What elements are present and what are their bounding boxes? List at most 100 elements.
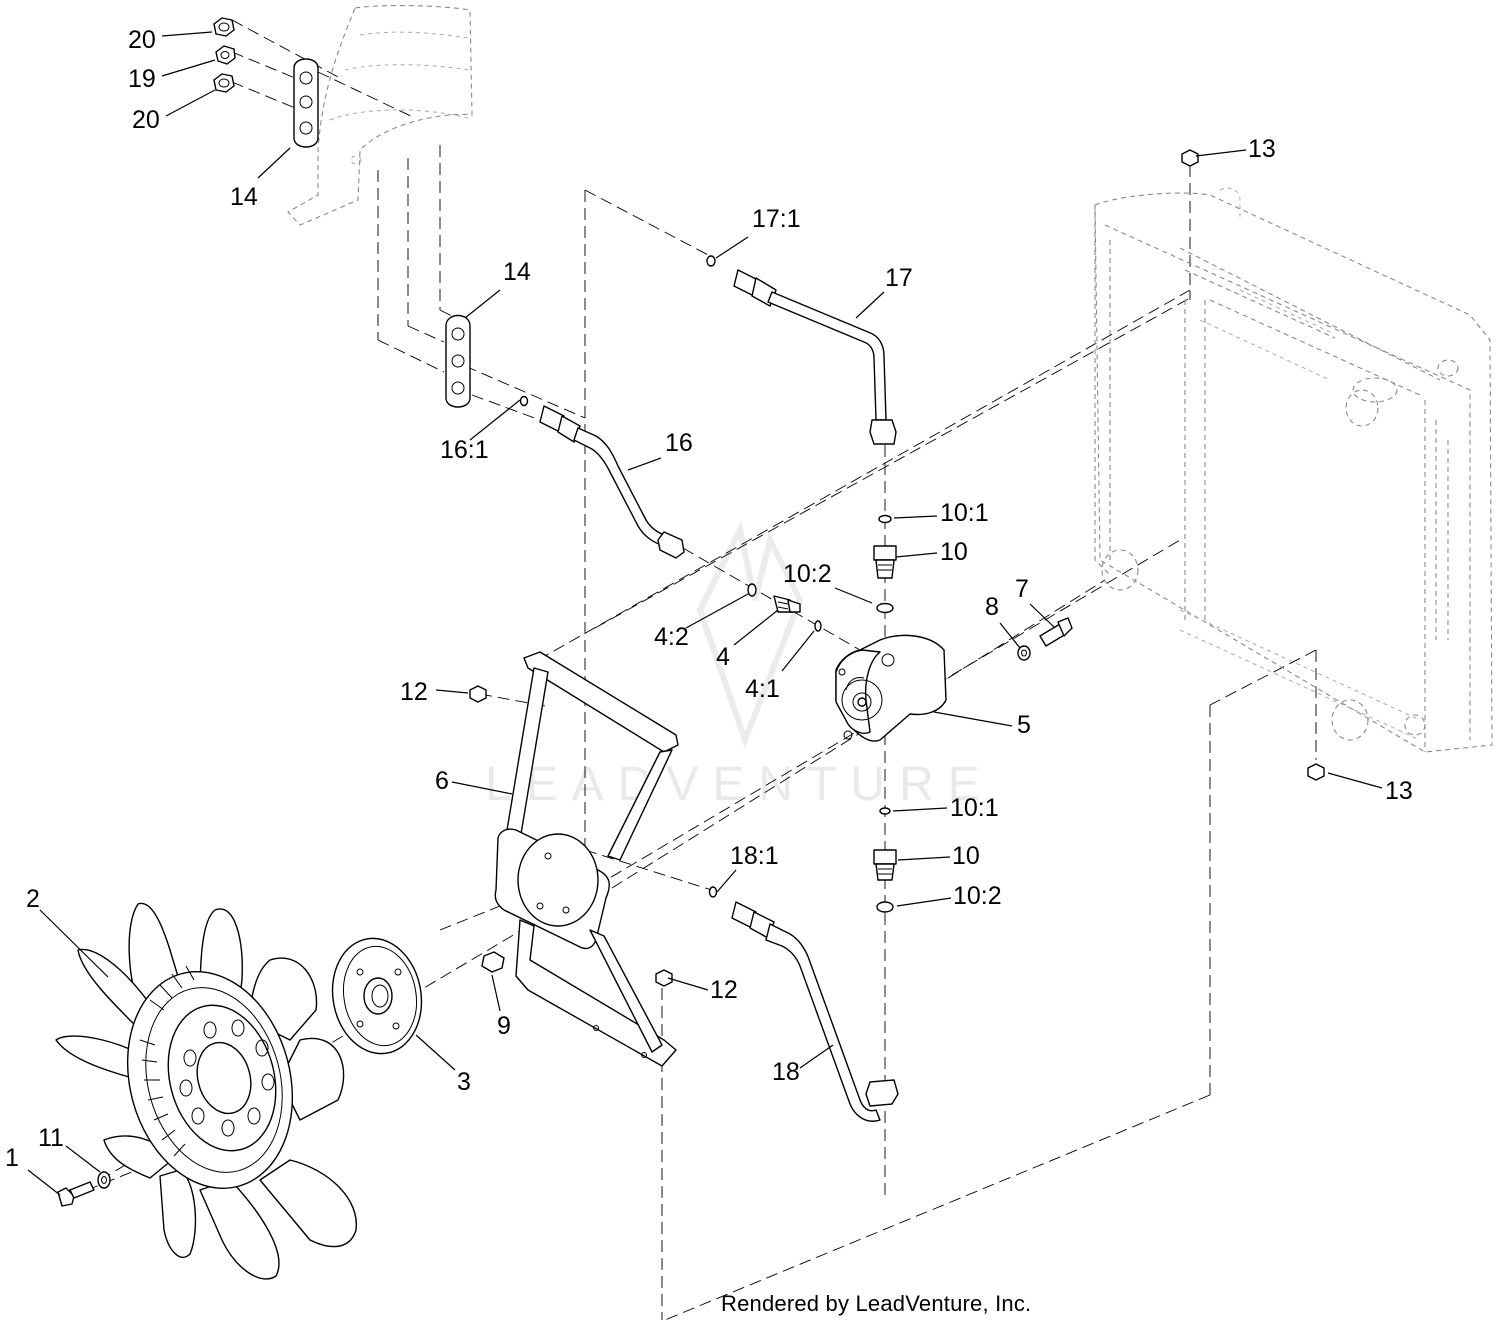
callout-c-4-2: 4:2 bbox=[654, 623, 689, 651]
washer-19 bbox=[215, 45, 236, 65]
leader-c-20-top bbox=[161, 31, 213, 37]
leader-c-9 bbox=[491, 974, 501, 1012]
leader-c-10-bottom bbox=[897, 856, 951, 861]
leader-c-18-1 bbox=[716, 869, 737, 893]
callout-c-12-bottom: 12 bbox=[710, 976, 738, 1004]
callout-c-18: 18 bbox=[772, 1058, 800, 1086]
callout-c-16-1: 16:1 bbox=[440, 436, 489, 464]
callout-c-17-1: 17:1 bbox=[752, 205, 801, 233]
nut-12-top bbox=[469, 685, 487, 703]
nut-20-bottom bbox=[213, 73, 235, 93]
leader-c-16-1 bbox=[469, 399, 521, 441]
callout-c-14-top: 14 bbox=[230, 183, 258, 211]
leader-c-8 bbox=[999, 622, 1021, 649]
callout-c-17: 17 bbox=[885, 264, 913, 292]
leader-c-5 bbox=[933, 711, 1013, 727]
callout-c-6: 6 bbox=[435, 767, 449, 795]
leader-c-10-2-top bbox=[834, 587, 873, 604]
o-ring-10-2-top bbox=[876, 602, 894, 614]
callout-c-10-1-bottom: 10:1 bbox=[950, 794, 999, 822]
callout-c-19: 19 bbox=[128, 65, 156, 93]
nut-9 bbox=[481, 951, 505, 973]
pump-mount-bracket-6 bbox=[494, 651, 679, 1067]
footer-credit: Rendered by LeadVenture, Inc. bbox=[721, 1291, 1032, 1316]
callout-c-12-top: 12 bbox=[400, 678, 428, 706]
bolt-1 bbox=[57, 1181, 95, 1207]
callout-c-3: 3 bbox=[457, 1068, 471, 1096]
callout-c-20-top: 20 bbox=[128, 26, 156, 54]
bolt-13-bottom bbox=[1307, 763, 1325, 781]
nut-20-top bbox=[213, 17, 235, 37]
callout-c-13-bottom: 13 bbox=[1385, 777, 1413, 805]
leader-c-12-bottom bbox=[667, 977, 709, 991]
leader-c-20-bottom bbox=[165, 89, 216, 117]
leader-c-2 bbox=[39, 909, 109, 978]
leader-c-7 bbox=[1029, 603, 1056, 629]
bolt-13-top bbox=[1181, 149, 1199, 167]
clamp-plate-14-top bbox=[293, 58, 319, 148]
callout-c-7: 7 bbox=[1015, 575, 1029, 603]
callout-c-4: 4 bbox=[716, 643, 730, 671]
leader-c-13-top bbox=[1195, 149, 1247, 157]
callout-c-14-mid: 14 bbox=[503, 258, 531, 286]
leader-c-1 bbox=[27, 1169, 61, 1196]
o-ring-10-1-top bbox=[878, 514, 892, 524]
fitting-4 bbox=[773, 595, 801, 613]
leader-c-10-2-bottom bbox=[896, 897, 952, 907]
leader-c-12-top bbox=[435, 689, 469, 694]
leader-c-14-top bbox=[257, 147, 291, 179]
watermark-text: LEADVENTURE bbox=[485, 758, 994, 811]
leader-c-13-bottom bbox=[1327, 772, 1383, 789]
callout-c-10-2-bottom: 10:2 bbox=[953, 882, 1002, 910]
callout-c-2: 2 bbox=[26, 885, 40, 913]
hydraulic-pump-5 bbox=[835, 634, 947, 742]
watermark-logo bbox=[696, 521, 804, 749]
leader-c-18 bbox=[799, 1044, 834, 1069]
callout-c-13-top: 13 bbox=[1248, 135, 1276, 163]
o-ring-10-2-bottom bbox=[876, 901, 894, 913]
callout-c-4-1: 4:1 bbox=[745, 675, 780, 703]
callout-c-18-1: 18:1 bbox=[730, 842, 779, 870]
leader-c-4 bbox=[733, 609, 779, 646]
leader-c-3 bbox=[415, 1034, 456, 1071]
leader-c-4-2 bbox=[685, 593, 749, 629]
leader-c-6 bbox=[451, 781, 513, 795]
hydraulic-tube-16 bbox=[519, 395, 685, 559]
leader-c-19 bbox=[161, 59, 216, 77]
o-ring-4-2 bbox=[747, 583, 757, 597]
fitting-10-bottom bbox=[873, 849, 897, 881]
leader-c-17-1 bbox=[715, 236, 749, 259]
callout-c-10-bottom: 10 bbox=[952, 842, 980, 870]
leader-c-11 bbox=[65, 1145, 101, 1173]
callout-c-10-top: 10 bbox=[940, 538, 968, 566]
fan-hub-adapter-3 bbox=[331, 937, 423, 1055]
frame-bracket-ghost bbox=[287, 5, 473, 226]
leader-c-14-mid bbox=[464, 289, 501, 319]
o-ring-10-1-bottom bbox=[879, 807, 891, 815]
leader-c-10-1-top bbox=[893, 515, 938, 519]
callout-c-20-bottom: 20 bbox=[132, 106, 160, 134]
fitting-10-top bbox=[873, 545, 897, 579]
leader-c-17 bbox=[855, 291, 885, 319]
callout-c-10-2-top: 10:2 bbox=[783, 560, 832, 588]
radiator-ghost bbox=[1094, 187, 1493, 753]
callout-c-11: 11 bbox=[38, 1124, 64, 1152]
leader-c-16 bbox=[627, 457, 662, 471]
callout-c-10-1-top: 10:1 bbox=[940, 499, 989, 527]
cooling-fan-2 bbox=[55, 902, 357, 1280]
callout-c-16: 16 bbox=[665, 429, 693, 457]
bolt-7 bbox=[1039, 617, 1073, 647]
washer-8 bbox=[1017, 645, 1031, 661]
nut-12-bottom bbox=[655, 969, 673, 987]
clamp-plate-14-middle bbox=[445, 314, 471, 408]
o-ring-4-1 bbox=[814, 620, 822, 632]
callout-labels: 20 19 20 14 14 17:1 17 16:1 16 13 10:1 10 10:2 4:2 4 4:… bbox=[5, 26, 1413, 1196]
callout-c-8: 8 bbox=[985, 593, 999, 621]
hydraulic-tube-17 bbox=[706, 255, 897, 445]
washer-11 bbox=[97, 1171, 111, 1189]
leader-c-10-1-bottom bbox=[892, 807, 948, 812]
callout-c-9: 9 bbox=[497, 1012, 511, 1040]
hydraulic-tube-18 bbox=[708, 886, 899, 1122]
leader-c-4-1 bbox=[781, 630, 815, 672]
